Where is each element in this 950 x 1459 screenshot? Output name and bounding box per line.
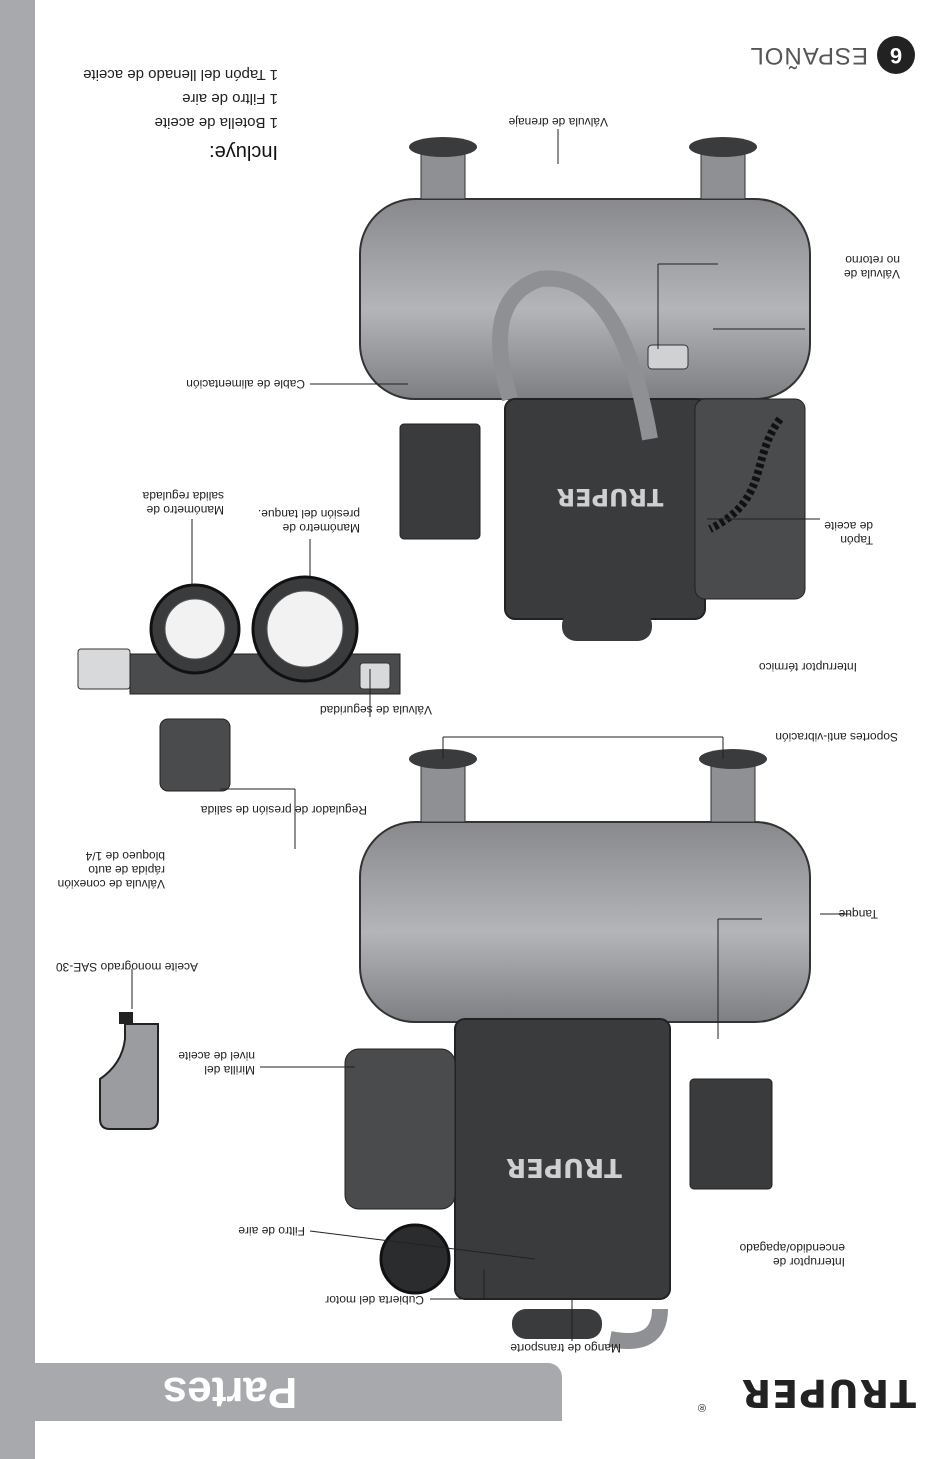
label-safety-valve: Válvula de seguridad bbox=[319, 703, 432, 717]
tank-gauge-face bbox=[266, 590, 344, 668]
front-tank-foot-1 bbox=[710, 761, 756, 823]
side-tank-foot-1 bbox=[700, 148, 746, 200]
label-on-off-switch: Interruptor de encendido/apagado bbox=[739, 1241, 845, 1269]
label-oil-cap: Tapón de aceite bbox=[824, 519, 873, 547]
label-drain-valve: Válvula de drenaje bbox=[508, 115, 608, 129]
side-cover-brand: TRUPER bbox=[557, 483, 664, 511]
gauge-assembly bbox=[77, 575, 401, 792]
label-power-cord: Cable de alimentación bbox=[186, 377, 305, 391]
front-handle bbox=[512, 1309, 602, 1339]
front-pump-head bbox=[344, 1048, 456, 1210]
label-outlet-gauge: Manómetro de salida regulada bbox=[142, 489, 224, 517]
side-handle-tube bbox=[492, 270, 658, 441]
label-oil: Aceite monogrado SAE-30 bbox=[55, 960, 198, 974]
label-transport-handle: Mango de transporte bbox=[510, 1341, 621, 1355]
front-pressure-switch bbox=[689, 1078, 773, 1190]
front-cover-brand: TRUPER bbox=[506, 1152, 622, 1182]
accessories bbox=[77, 575, 401, 1130]
label-oil-sight-glass: Mirilla del nivel de aceite bbox=[178, 1049, 255, 1077]
front-tank-foot-2 bbox=[420, 761, 466, 823]
label-quick-valve: Válvula de conexión rápida de auto bloqu… bbox=[57, 849, 165, 891]
side-view-compressor: TRUPER bbox=[359, 137, 811, 641]
label-air-filter: Filtro de aire bbox=[238, 1224, 305, 1238]
side-vibration-pad-2 bbox=[409, 137, 477, 157]
label-thermal-switch: Interruptor térmico bbox=[758, 660, 857, 674]
label-tank: Tanque bbox=[838, 907, 878, 921]
label-motor-cover: Cubierta del motor bbox=[325, 1293, 424, 1307]
label-pressure-regulator: Regulador de presión de salida bbox=[200, 803, 367, 817]
outlet-gauge-face bbox=[164, 598, 226, 660]
regulator-knob bbox=[159, 718, 231, 792]
label-check-valve: Válvula de no retorno bbox=[843, 253, 900, 281]
side-pressure-switch bbox=[399, 423, 481, 540]
oil-bottle bbox=[99, 1023, 159, 1130]
side-tank-foot-2 bbox=[420, 148, 466, 200]
side-handle bbox=[562, 611, 652, 641]
safety-valve bbox=[359, 662, 391, 690]
side-coiled-hose bbox=[708, 416, 784, 533]
side-check-valve bbox=[647, 344, 689, 370]
front-vibration-pad-1 bbox=[699, 749, 767, 769]
front-handle-tube bbox=[608, 1308, 668, 1349]
side-vibration-pad-1 bbox=[689, 137, 757, 157]
label-anti-vibration: Soportes anti-vibración bbox=[775, 730, 898, 744]
label-tank-gauge: Manómetro de presión del tanque. bbox=[257, 507, 360, 535]
oil-bottle-cap bbox=[119, 1012, 133, 1024]
